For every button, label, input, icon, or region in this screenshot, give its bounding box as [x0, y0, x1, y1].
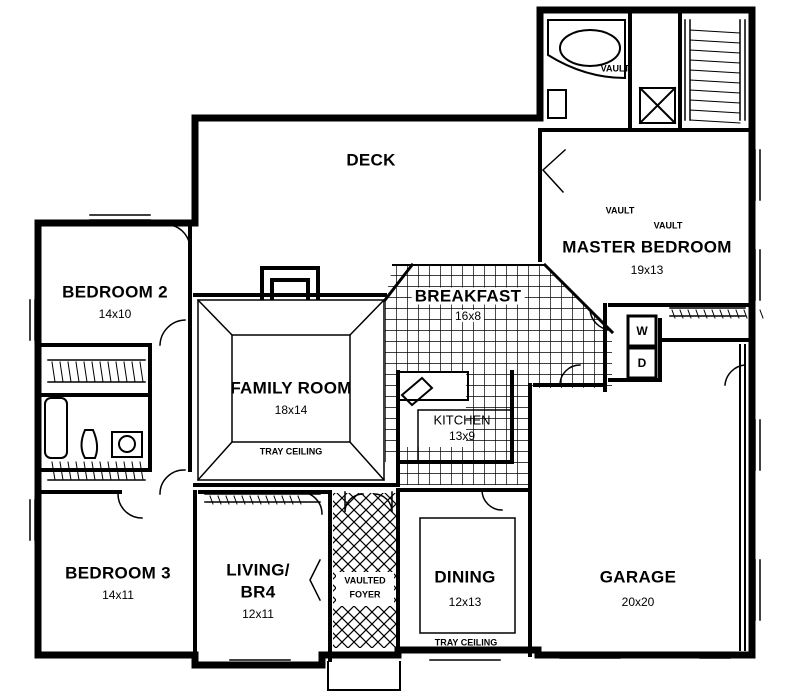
dryer: [626, 346, 658, 380]
kitchen-island: [397, 371, 469, 401]
garage-walls: [739, 344, 746, 651]
breakfast-angled-walls: [382, 262, 615, 335]
dining-label: DINING: [434, 567, 496, 587]
dining-tray-ceiling: [419, 517, 516, 634]
breakfast-label: BREAKFAST: [411, 287, 525, 305]
dryer-label: D: [637, 356, 647, 370]
washer: [626, 314, 658, 348]
bedroom-3-label: BEDROOM 3: [65, 563, 171, 583]
bath-vault-label: VAULT: [600, 63, 630, 74]
dining-tray-ceiling-label: TRAY CEILING: [434, 637, 498, 648]
living-br4-label-line2: BR4: [240, 582, 276, 602]
kitchen-sink: [400, 376, 434, 407]
deck-label: DECK: [346, 150, 396, 170]
master-vault-label-b: VAULT: [653, 220, 683, 231]
door-swings: [117, 148, 746, 602]
breakfast-size: 16x8: [451, 310, 485, 322]
bathroom-fixtures: [44, 19, 677, 459]
foyer-label-bg: [336, 572, 394, 606]
fireplace: [260, 266, 320, 300]
family-room-size: 18x14: [274, 403, 308, 417]
family-room-label: FAMILY ROOM: [230, 378, 352, 398]
foyer-floor: [333, 493, 397, 648]
washer-label: W: [636, 324, 648, 338]
dining-size: 12x13: [448, 595, 482, 609]
master-bedroom-label: MASTER BEDROOM: [562, 237, 732, 257]
family-tray-ceiling: [196, 298, 386, 482]
windows: [29, 149, 761, 661]
entry-stoop: [327, 661, 401, 691]
master-bedroom-size: 19x13: [630, 263, 664, 277]
garage-label: GARAGE: [599, 567, 677, 587]
master-vault-label-a: VAULT: [605, 205, 635, 216]
vaulted-foyer-label-line2: FOYER: [349, 589, 381, 600]
living-br4-label-line1: LIVING/: [226, 560, 290, 580]
kitchen-size: 13x9: [448, 429, 476, 443]
bedroom-3-size: 14x11: [102, 588, 134, 602]
vaulted-foyer-label-line1: VAULTED: [344, 575, 386, 586]
closet-zigzag: [51, 29, 764, 505]
bedroom-2-size: 14x10: [98, 307, 132, 321]
family-tray-ceiling-label: TRAY CEILING: [259, 446, 323, 457]
living-br4-size: 12x11: [242, 607, 274, 621]
garage-size: 20x20: [621, 595, 655, 609]
outer-wall: [34, 6, 756, 669]
kitchen-label: KITCHEN: [433, 412, 491, 428]
bedroom-2-label: BEDROOM 2: [62, 282, 168, 302]
